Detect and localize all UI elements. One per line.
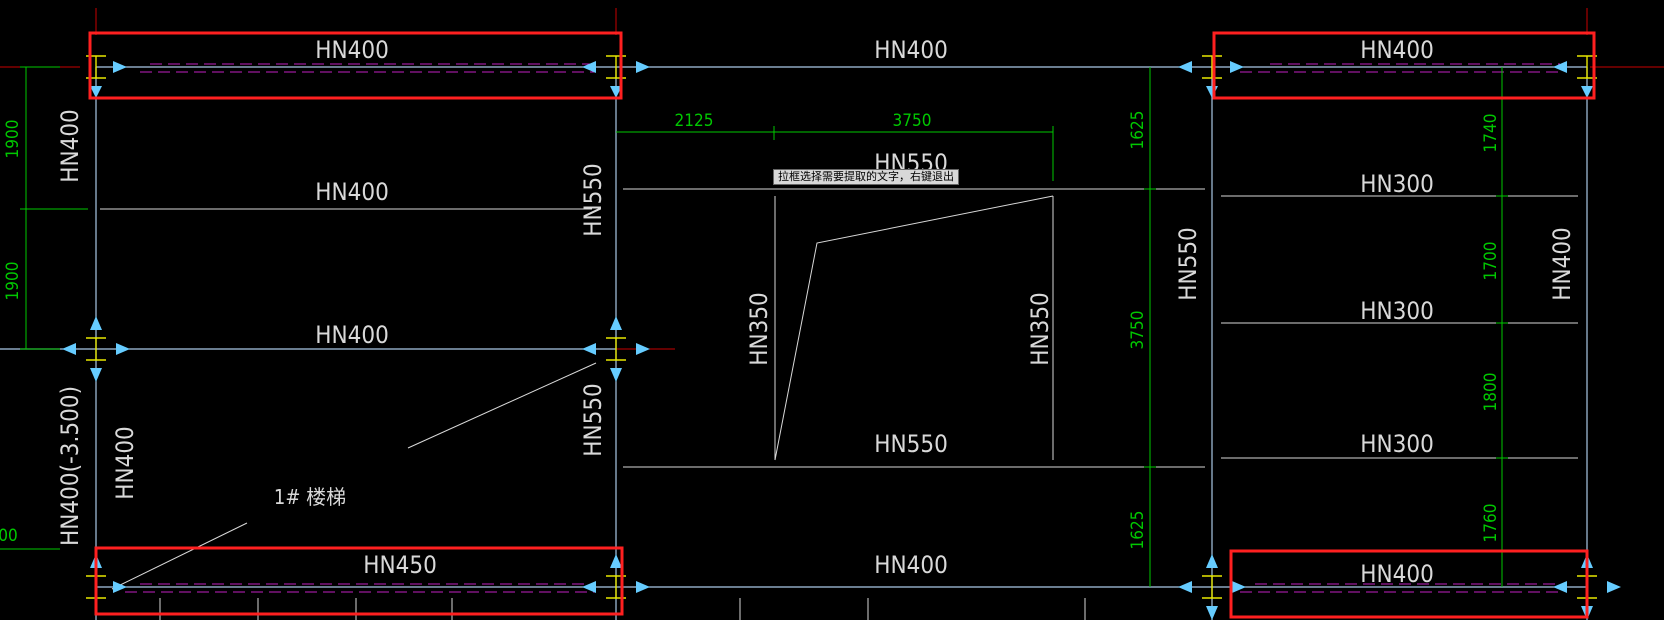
beam-label: HN400	[874, 36, 948, 64]
dimension-text-vertical: 1800	[1481, 373, 1501, 412]
column-symbol	[1202, 55, 1222, 79]
dimension-text-vertical: 1900	[3, 120, 23, 159]
dimension-text-vertical: 1740	[1481, 114, 1501, 153]
beam-label: HN550	[874, 430, 948, 458]
beam-label: HN300	[1360, 297, 1434, 325]
beam-label: HN300	[1360, 430, 1434, 458]
beam-label: HN400	[1360, 36, 1434, 64]
dimension-text-vertical: 1700	[1481, 242, 1501, 281]
dimension-text-vertical: 1625	[1128, 111, 1148, 150]
beam-label-vertical: HN350	[1026, 292, 1054, 366]
beam-label-vertical: HN400	[56, 109, 84, 183]
beam-label: HN400	[315, 321, 389, 349]
dimension-text: 3750	[893, 111, 932, 131]
column-symbol	[606, 337, 626, 361]
beam-label: HN400	[315, 36, 389, 64]
command-tooltip: 拉框选择需要提取的文字，右键退出	[773, 169, 959, 185]
column-symbols	[86, 55, 1597, 599]
beam-label: HN300	[1360, 170, 1434, 198]
selection-box-bottom-left	[94, 546, 624, 616]
selection-box-top-left	[88, 31, 623, 100]
beam-label: HN400	[1360, 560, 1434, 588]
dimension-lines	[0, 66, 1508, 587]
beam-label: HN450	[363, 551, 437, 579]
column-symbol	[1202, 575, 1222, 599]
ruler-ticks	[159, 598, 1086, 620]
beam-label-vertical: HN400(-3.500)	[56, 386, 84, 546]
beam-label-vertical: HN550	[579, 383, 607, 457]
beam-label-vertical: HN400	[1548, 227, 1576, 301]
dimension-text: 00	[0, 526, 18, 546]
beam-label: HN400	[874, 551, 948, 579]
beam-lines-secondary	[100, 188, 1578, 590]
dimension-text-vertical: 1760	[1481, 504, 1501, 543]
column-symbol	[606, 55, 626, 79]
stair-label: 1# 楼梯	[274, 485, 346, 509]
grip-markers	[62, 61, 1621, 620]
dimension-text-vertical: 3750	[1128, 311, 1148, 350]
selection-box-bottom-right	[1229, 549, 1589, 619]
beam-label: HN400	[315, 178, 389, 206]
hidden-lines	[125, 63, 1560, 593]
beam-label-vertical: HN550	[1174, 227, 1202, 301]
beam-label-vertical: HN550	[579, 163, 607, 237]
beam-label-vertical: HN400	[111, 426, 139, 500]
beam-label-vertical: HN350	[745, 292, 773, 366]
dimension-text-vertical: 1625	[1128, 511, 1148, 550]
column-symbol	[86, 337, 106, 361]
selection-boxes	[88, 31, 1596, 619]
selection-box-top-right	[1212, 31, 1596, 100]
beam-lines-horizontal	[0, 66, 1587, 588]
dimension-text: 2125	[675, 111, 714, 131]
dimension-text-vertical: 1900	[3, 262, 23, 301]
